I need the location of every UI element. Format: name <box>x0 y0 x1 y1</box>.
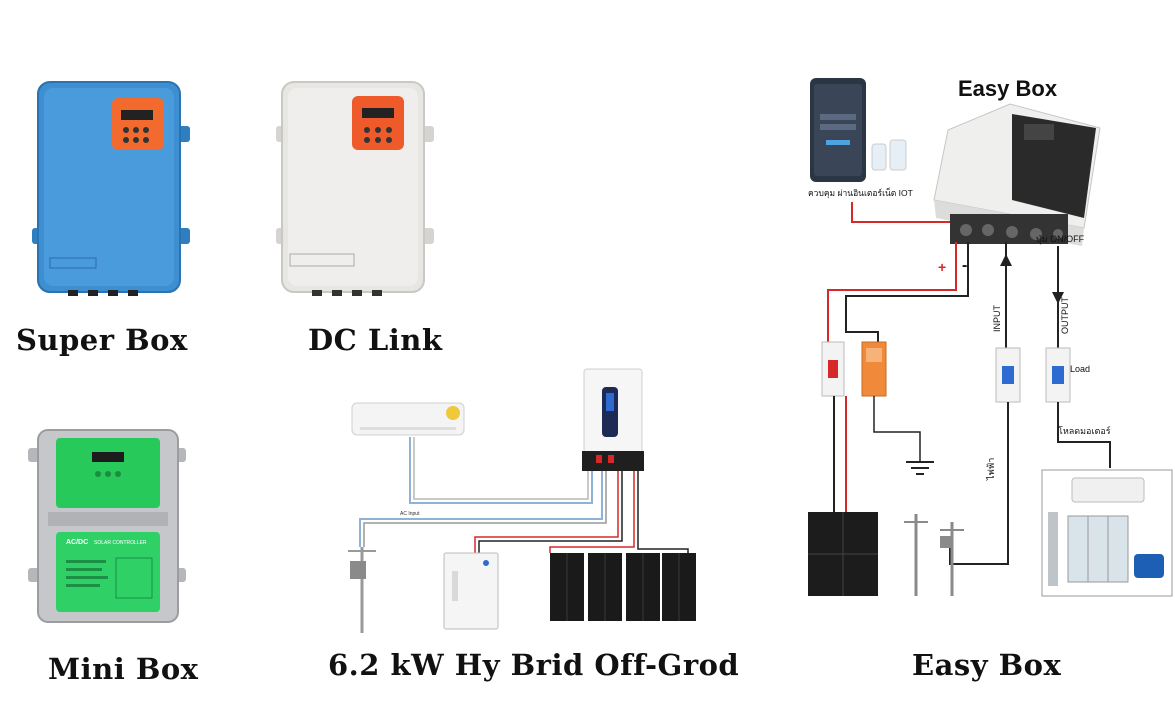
hybrid-system-diagram: AC Input <box>340 365 700 635</box>
motor-load-label: โหลดมอเตอร์ <box>1058 425 1111 436</box>
on-off-switch-label: ปุ่ม ON/OFF <box>1036 234 1085 245</box>
mini-box-caption: Mini Box <box>48 652 199 686</box>
plus-terminal-label: + <box>938 259 946 275</box>
iot-device-icon <box>871 139 907 171</box>
solar-panels-icon <box>550 553 696 621</box>
output-breaker-icon <box>1045 347 1071 403</box>
mini-box-image: AC/DC SOLAR CONTROLLER <box>26 428 190 628</box>
iot-label: ควบคุม ผ่านอินเตอร์เน็ต IOT <box>808 187 913 199</box>
dc-breaker-icon <box>821 341 845 397</box>
super-box-image <box>28 78 198 298</box>
surge-protector-icon <box>861 341 887 397</box>
output-label: OUTPUT <box>1060 297 1070 335</box>
load-appliances-icon <box>1041 469 1173 597</box>
minus-terminal-label: - <box>962 257 967 274</box>
input-breaker-icon <box>995 347 1021 403</box>
grid-power-label: ไฟฟ้า <box>986 458 996 481</box>
ac-input-wire-label: AC Input <box>400 511 420 517</box>
solar-panel-icon <box>808 512 878 596</box>
easy-box-diagram-title: Easy Box <box>958 76 1058 101</box>
super-box-caption: Super Box <box>16 323 188 357</box>
phone-app-icon <box>810 78 866 182</box>
mini-box-label-title: AC/DC <box>66 539 88 546</box>
mini-box-label-subtitle: SOLAR CONTROLLER <box>94 540 147 546</box>
input-label: INPUT <box>992 304 1002 332</box>
hybrid-caption: 6.2 kW Hy Brid Off-Grod <box>328 648 740 682</box>
load-label: Load <box>1070 364 1090 374</box>
dc-link-caption: DC Link <box>308 323 443 357</box>
battery-icon <box>443 552 499 630</box>
easy-box-device-icon <box>933 103 1101 246</box>
air-conditioner-icon <box>351 402 465 436</box>
easy-box-caption: Easy Box <box>912 648 1062 682</box>
utility-poles-icon <box>904 514 964 596</box>
ground-icon <box>906 461 934 475</box>
dc-link-image <box>272 78 442 298</box>
inverter-icon <box>582 368 644 471</box>
easy-box-diagram: ควบคุม ผ่านอินเตอร์เน็ต IOT Easy Box ปุ่… <box>800 70 1175 610</box>
utility-pole-icon <box>348 547 376 633</box>
